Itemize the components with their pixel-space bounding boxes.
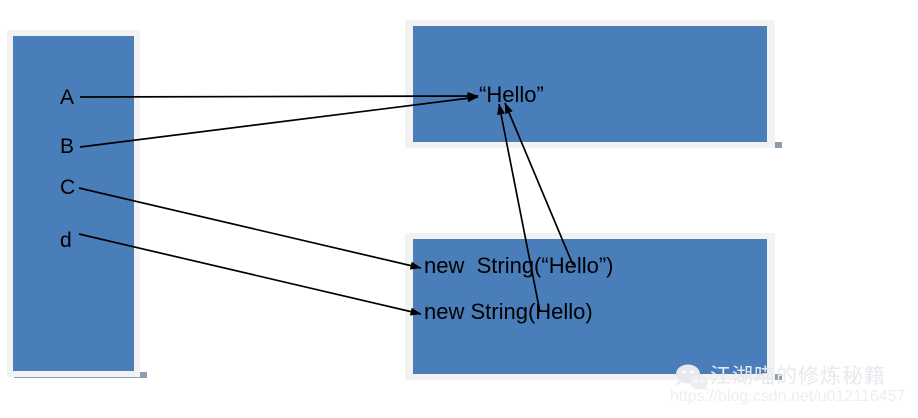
string-pool-box [405, 20, 775, 148]
variable-label-b: B [60, 135, 75, 158]
heap-entry-new-string-quoted: new String(“Hello”) [424, 253, 614, 278]
variable-label-d: d [60, 229, 72, 252]
watermark: 江湖喵的修炼秘籍 https://blog.csdn.net/u01211645… [668, 358, 918, 416]
string-pool-entry-hello: “Hello” [479, 82, 544, 107]
variables-box [7, 30, 140, 377]
watermark-account: 江湖喵的修炼秘籍 [710, 364, 886, 388]
heap-box [405, 233, 775, 380]
wechat-icon [674, 364, 710, 391]
heap-entry-new-string-plain: new String(Hello) [424, 299, 593, 324]
watermark-url: https://blog.csdn.net/u012116457 [670, 388, 906, 405]
string-pool-box-fill [413, 26, 767, 142]
heap-box-fill [413, 239, 767, 374]
variable-label-c: C [60, 176, 76, 199]
variable-label-a: A [60, 86, 75, 109]
